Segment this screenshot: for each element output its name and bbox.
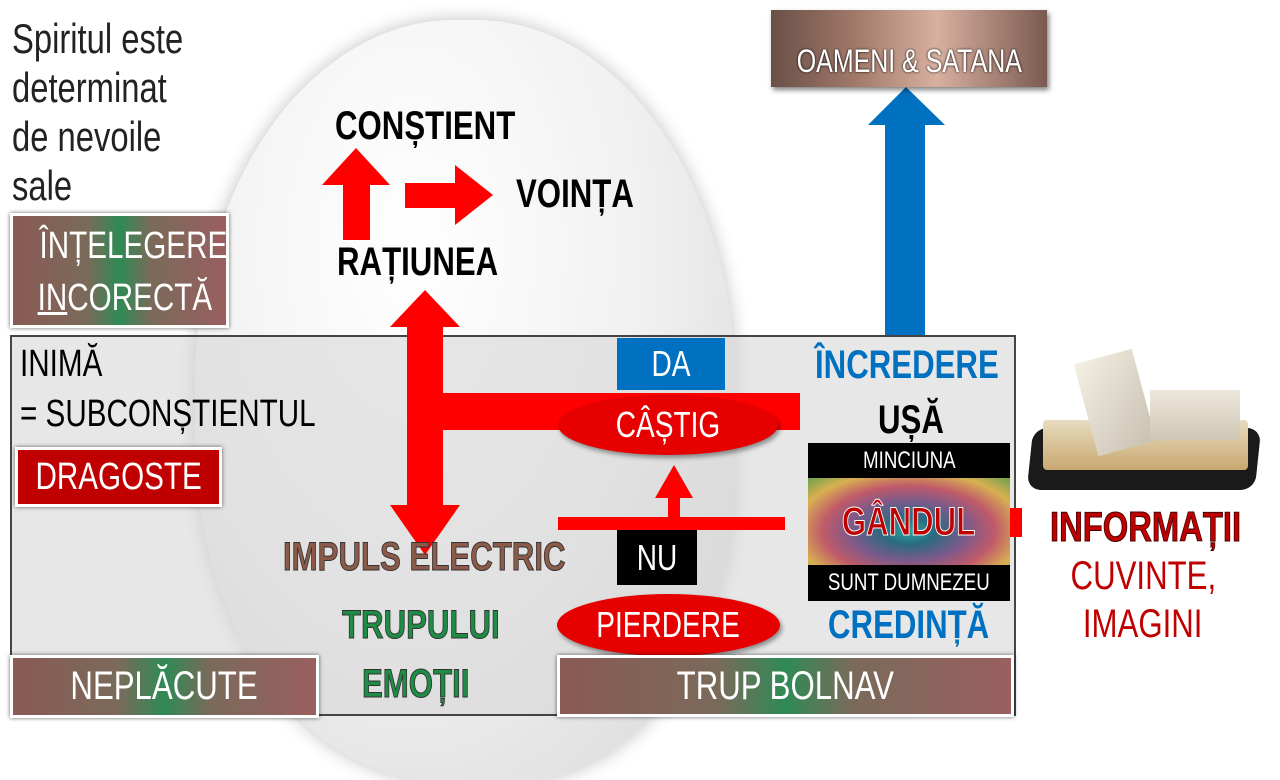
- right-arrow-will: [405, 165, 493, 225]
- conscious-label: CONȘTIENT: [335, 104, 516, 148]
- love-box: DRAGOSTE: [15, 447, 222, 507]
- people-satan-image: OAMENI & SATANA: [771, 10, 1047, 87]
- reason-label: RAȚIUNEA: [337, 240, 499, 284]
- information-label: INFORMAȚII: [1050, 503, 1242, 551]
- intro-line: Spiritul este: [12, 15, 184, 62]
- intro-line: determinat: [12, 64, 167, 111]
- trust-label: ÎNCREDERE: [815, 343, 999, 387]
- understanding-line1: ÎNȚELEGERE: [39, 225, 228, 267]
- lie-text-bar: SUNT DUMNEZEU: [808, 565, 1010, 601]
- gain-ellipse: CÂȘTIG: [558, 395, 778, 455]
- intro-line: sale: [12, 162, 73, 209]
- up-arrow-gain: [655, 465, 693, 517]
- up-arrow-conscious: [322, 148, 390, 240]
- loss-ellipse: PIERDERE: [557, 594, 780, 656]
- incorrect-understanding-box: ÎNȚELEGERE INCORECTĂ: [10, 213, 229, 328]
- will-label: VOINȚA: [516, 172, 634, 216]
- lie-bar: MINCIUNA: [808, 443, 1010, 479]
- words-images-label: CUVINTE, IMAGINI: [1050, 552, 1235, 648]
- up-arrow-people: [868, 87, 945, 335]
- faith-label: CREDINȚĂ: [828, 603, 990, 647]
- down-arrow-impulse: [390, 430, 460, 555]
- images-label: IMAGINI: [1082, 602, 1203, 646]
- thought-label: GÂNDUL: [842, 499, 976, 544]
- decision-bar: [558, 517, 785, 530]
- heart-title: INIMĂ: [20, 343, 103, 385]
- book-image: [1025, 348, 1262, 493]
- intro-line: de nevoile: [12, 113, 162, 160]
- door-label: UȘĂ: [878, 398, 944, 442]
- eye-image: GÂNDUL: [808, 478, 1010, 566]
- body-of-label: TRUPULUI: [342, 603, 501, 648]
- understanding-underlined: IN: [37, 277, 68, 319]
- yes-box: DA: [617, 338, 725, 390]
- words-label: CUVINTE,: [1070, 554, 1217, 598]
- impulse-label: IMPULS ELECTRIC: [283, 535, 566, 580]
- emotions-label: EMOȚII: [362, 662, 470, 707]
- intro-text: Spiritul este determinat de nevoile sale: [12, 14, 231, 210]
- understanding-rest: CORECTĂ: [67, 277, 213, 319]
- unpleasant-box: NEPLĂCUTE: [10, 655, 319, 718]
- sick-body-box: TRUP BOLNAV: [557, 655, 1014, 717]
- no-box: NU: [617, 530, 697, 585]
- subconscious-label: = SUBCONȘTIENTUL: [20, 393, 316, 435]
